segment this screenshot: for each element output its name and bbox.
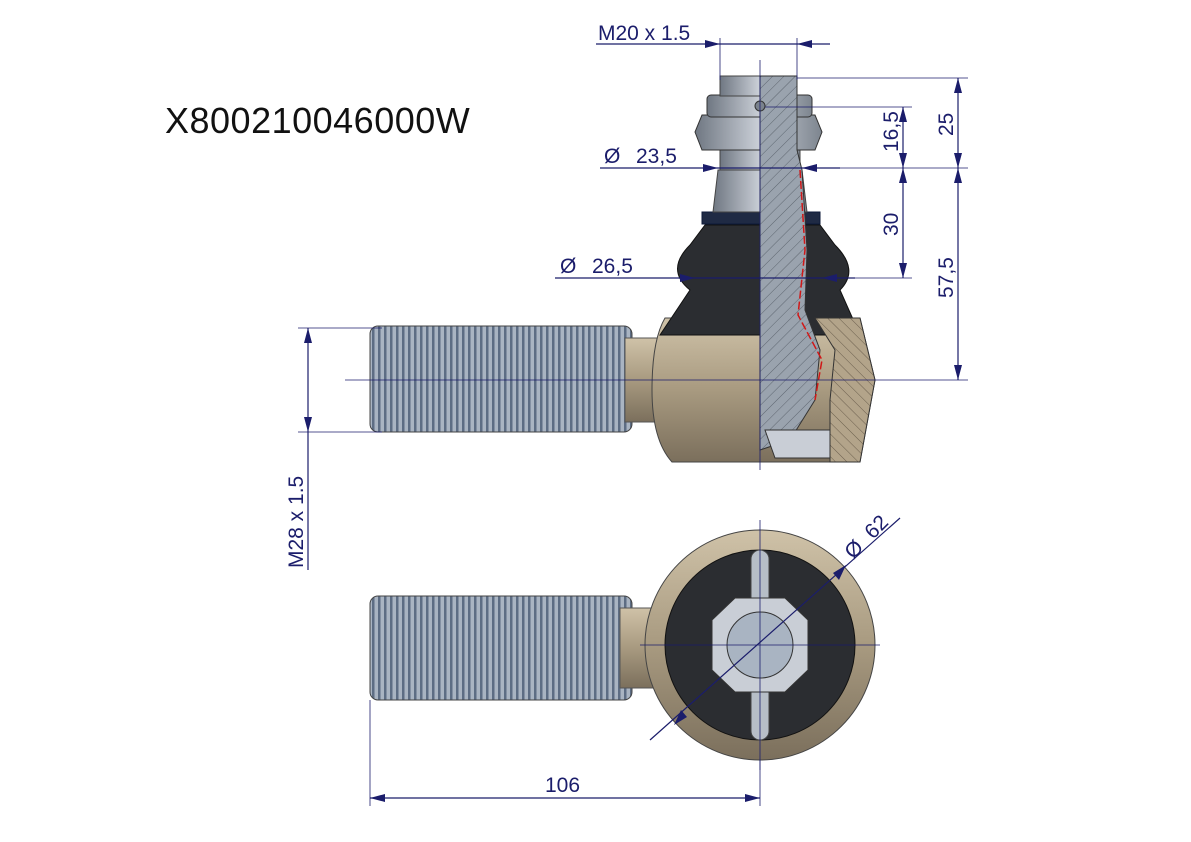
grease-line <box>797 169 823 401</box>
hex-nut <box>694 114 823 151</box>
spring-seat <box>764 429 831 459</box>
side-view <box>369 60 876 470</box>
dim-length-106: 106 <box>545 774 580 797</box>
shank-thread <box>369 325 633 433</box>
dim-16-5: 16,5 <box>880 111 903 152</box>
dim-30: 30 <box>880 213 903 236</box>
dim-dia-23-5: 23,5 <box>636 145 677 168</box>
dim-25: 25 <box>935 113 958 136</box>
bottom-view <box>369 520 880 770</box>
dim-dia-26-5: 26,5 <box>592 255 633 278</box>
dim-dia-23-5-symbol: Ø <box>604 145 620 168</box>
dim-57-5: 57,5 <box>935 257 958 298</box>
dim-dia-62: 62 <box>860 511 893 544</box>
dim-stud-thread: M20 x 1.5 <box>598 22 690 45</box>
shank-thread-bottom <box>369 595 633 701</box>
part-number-label: X800210046000W <box>165 100 471 141</box>
dim-shank-thread: M28 x 1.5 <box>285 476 308 568</box>
housing-section <box>814 317 876 463</box>
dim-dia-62-symbol: Ø <box>840 536 868 564</box>
dim-dia-26-5-symbol: Ø <box>560 255 576 278</box>
